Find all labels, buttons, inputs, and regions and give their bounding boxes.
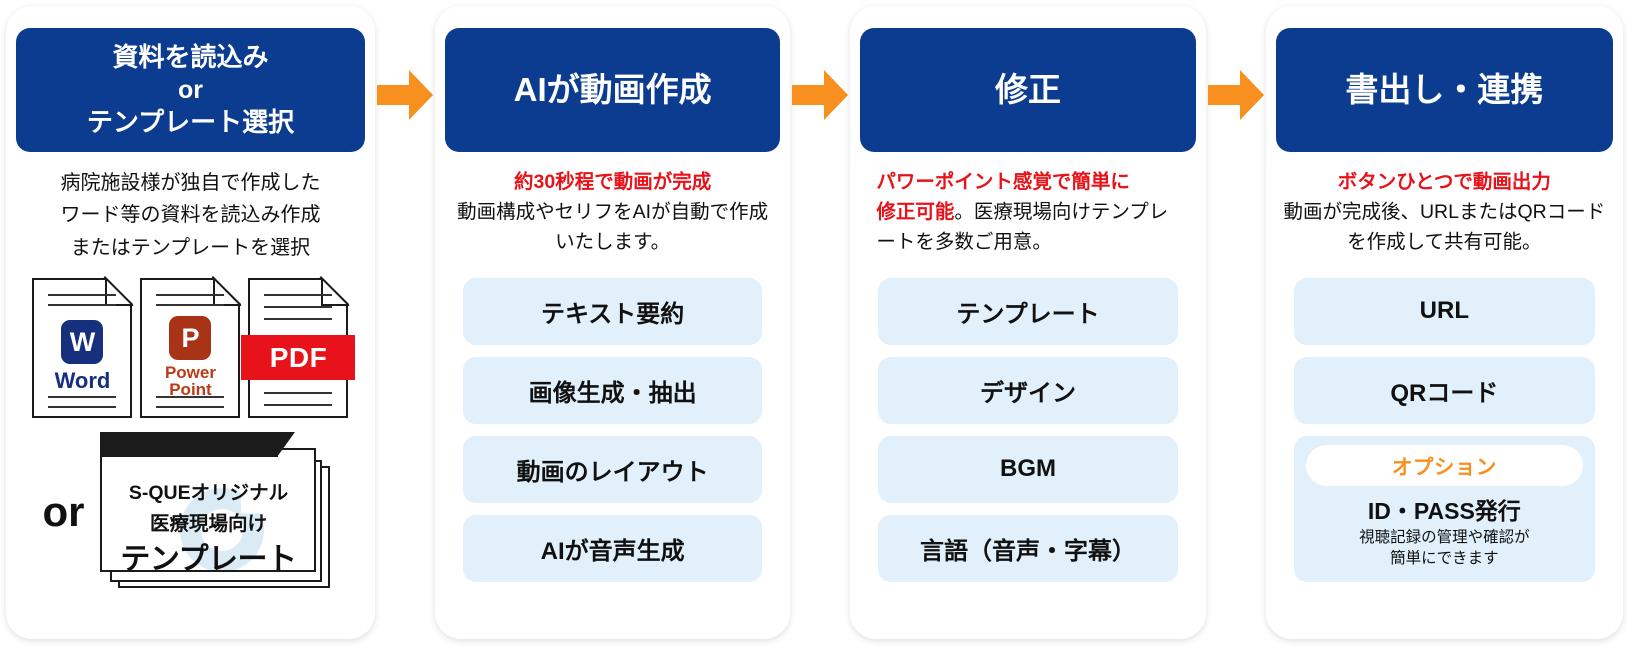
feature-pill[interactable]: BGM	[878, 435, 1178, 503]
arrow-2-wrap	[790, 6, 850, 639]
panel-2-desc-highlight: 約30秒程で動画が完成	[514, 171, 712, 193]
template-line-3: テンプレート	[120, 543, 297, 573]
feature-pill[interactable]: QRコード	[1293, 356, 1595, 424]
panel-2-desc-text: 動画構成やセリフをAIが自動で作成いたします。	[457, 201, 769, 254]
template-card-front: S-QUEオリジナル 医療現場向け テンプレート	[100, 448, 317, 573]
panel-1-description: 病院施設様が独自で作成した ワード等の資料を読込み作成 またはテンプレートを選択	[16, 167, 365, 264]
word-document-icon: W Word	[32, 277, 133, 419]
powerpoint-badge: P	[169, 316, 212, 361]
powerpoint-label-line-2: Point	[169, 380, 212, 400]
feature-pill[interactable]: 画像生成・抽出	[462, 356, 763, 424]
feature-pill[interactable]: テンプレート	[878, 277, 1178, 345]
folder-tab	[100, 432, 296, 458]
arrow-right-icon	[376, 70, 433, 120]
feature-pill[interactable]: 言語（音声・字幕）	[878, 514, 1178, 582]
option-title: ID・PASS発行	[1367, 497, 1521, 524]
panel-3-desc-highlight-b: 修正可能	[876, 201, 955, 224]
document-type-icons: W Word P Power Point	[16, 277, 365, 419]
panel-4-desc-highlight: ボタンひとつで動画出力	[1337, 171, 1551, 193]
panel-load-or-template: 資料を読込み or テンプレート選択 病院施設様が独自で作成した ワード等の資料…	[6, 6, 375, 639]
powerpoint-document-icon: P Power Point	[140, 277, 241, 419]
panel-4-desc-text: 動画が完成後、URLまたはQRコードを作成して共有可能。	[1283, 201, 1606, 254]
panel-2-description: 約30秒程で動画が完成 動画構成やセリフをAIが自動で作成いたします。	[445, 167, 780, 258]
panel-1-desc-line-3: またはテンプレートを選択	[70, 236, 311, 259]
feature-pill[interactable]: AIが音声生成	[462, 514, 763, 582]
panel-1-header-line-3: テンプレート選択	[86, 107, 295, 137]
panel-1-desc-line-2: ワード等の資料を読込み作成	[60, 204, 321, 227]
feature-pill[interactable]: 動画のレイアウト	[462, 435, 763, 503]
page-fold-corner	[320, 277, 349, 306]
panel-3-description: パワーポイント感覚で簡単に 修正可能。医療現場向けテンプレートを多数ご用意。	[860, 167, 1195, 258]
option-note: 視聴記録の管理や確認が 簡単にできます	[1359, 528, 1530, 570]
template-line-1: S-QUEオリジナル	[128, 482, 289, 505]
panel-1-header-line-2: or	[177, 76, 203, 104]
template-stack-icon: S-QUEオリジナル 医療現場向け テンプレート	[92, 432, 338, 592]
pdf-document-icon: PDF	[241, 277, 356, 419]
panel-1-desc-line-1: 病院施設様が独自で作成した	[60, 172, 321, 194]
template-line-2: 医療現場向け	[149, 513, 267, 536]
option-card[interactable]: オプション ID・PASS発行 視聴記録の管理や確認が 簡単にできます	[1293, 435, 1595, 582]
page-fold-corner	[104, 277, 133, 306]
panel-3-feature-list: テンプレート デザイン BGM 言語（音声・字幕）	[860, 277, 1195, 582]
arrow-right-icon	[792, 70, 849, 120]
feature-pill[interactable]: テキスト要約	[462, 277, 763, 345]
powerpoint-label: Power Point	[142, 364, 238, 398]
option-badge: オプション	[1305, 444, 1583, 486]
arrow-1-wrap	[375, 6, 435, 639]
panel-3-header: 修正	[860, 28, 1196, 152]
panel-4-description: ボタンひとつで動画出力 動画が完成後、URLまたはQRコードを作成して共有可能。	[1276, 167, 1613, 258]
option-note-line-1: 視聴記録の管理や確認が	[1359, 528, 1530, 546]
feature-pill[interactable]: デザイン	[878, 356, 1178, 424]
panel-1-header: 資料を読込み or テンプレート選択	[16, 28, 365, 152]
panel-2-feature-list: テキスト要約 画像生成・抽出 動画のレイアウト AIが音声生成	[445, 277, 780, 582]
option-note-line-2: 簡単にできます	[1390, 549, 1499, 567]
pdf-banner: PDF	[241, 335, 356, 381]
panel-edit: 修正 パワーポイント感覚で簡単に 修正可能。医療現場向けテンプレートを多数ご用意…	[850, 6, 1206, 639]
or-label: or	[42, 488, 85, 536]
word-badge: W	[61, 320, 104, 365]
panel-2-header: AIが動画作成	[444, 28, 781, 152]
panel-export-share: 書出し・連携 ボタンひとつで動画出力 動画が完成後、URLまたはQRコードを作成…	[1265, 6, 1623, 639]
panel-4-feature-list: URL QRコード オプション ID・PASS発行 視聴記録の管理や確認が 簡単…	[1276, 277, 1613, 582]
panel-1-header-line-1: 資料を読込み	[112, 41, 269, 72]
panel-3-desc-text: 。医療現場向けテンプレートを多数ご用意。	[876, 201, 1169, 254]
panel-4-header: 書出し・連携	[1275, 28, 1613, 152]
arrow-right-icon	[1207, 70, 1264, 120]
feature-pill[interactable]: URL	[1293, 277, 1595, 345]
powerpoint-label-line-1: Power	[164, 363, 216, 383]
word-label: Word	[54, 368, 111, 394]
panel-3-desc-highlight-a: パワーポイント感覚で簡単に	[876, 171, 1130, 193]
page-fold-corner	[212, 277, 241, 306]
panel-ai-creates-video: AIが動画作成 約30秒程で動画が完成 動画構成やセリフをAIが自動で作成いたし…	[434, 6, 791, 639]
or-template-row: or S-QUEオリジナル 医療現場向け テンプレート	[16, 432, 365, 592]
arrow-3-wrap	[1206, 6, 1266, 639]
